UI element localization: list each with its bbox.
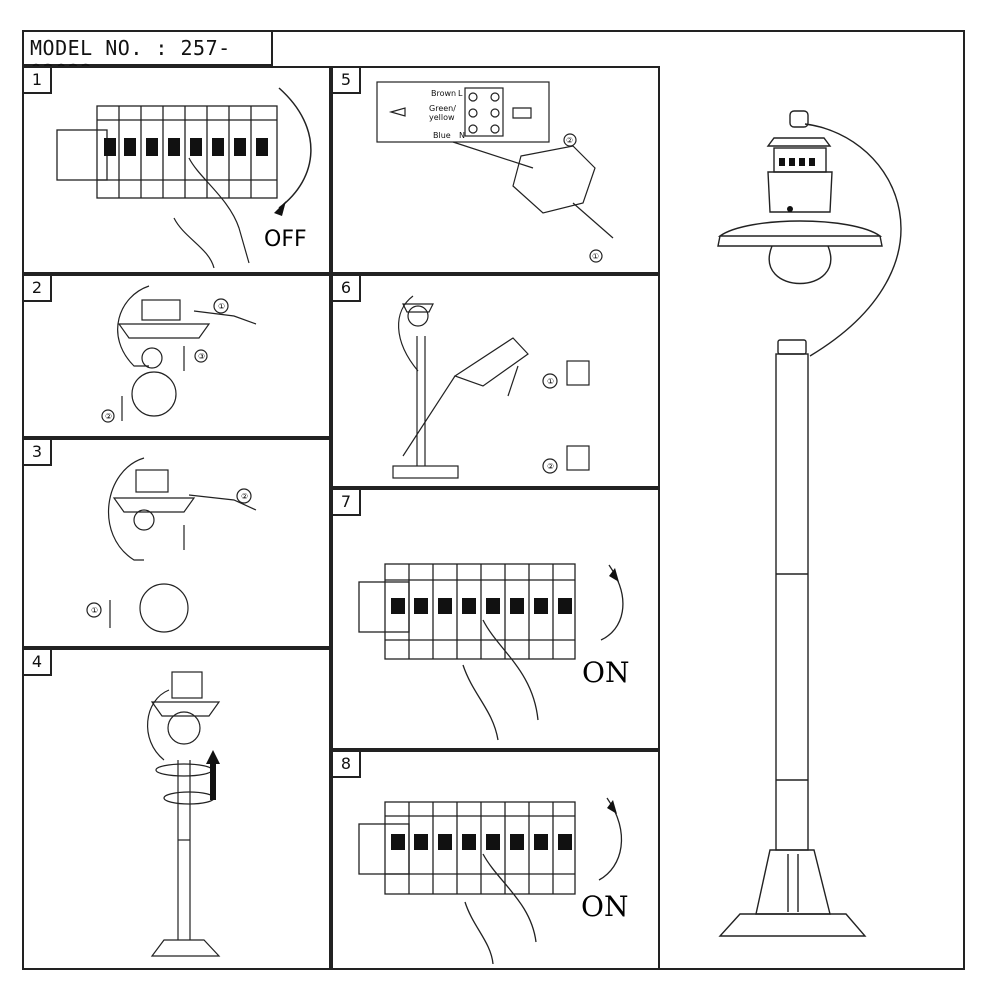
step-1-panel: 1 OFF [22, 66, 331, 274]
step-3-panel: 3 ② ① [22, 438, 331, 648]
wire-n-label: N [459, 131, 465, 140]
callout-1: ① [592, 252, 599, 261]
callout-2: ② [566, 136, 573, 145]
install-globe-illustration: ② ① [86, 457, 257, 633]
step-number: 4 [24, 650, 52, 676]
wiring-illustration: Brown L Green/ yellow Blue N ② ① [376, 81, 614, 263]
step-number: 8 [333, 752, 361, 778]
step-5-panel: 5 Brown L Green/ yellow Blue N ② ① [331, 66, 660, 274]
remove-globe-illustration: ① ② ③ [101, 285, 257, 423]
model-number: MODEL NO. : 257-03022 [22, 30, 273, 84]
callout-1: ① [218, 302, 225, 311]
step-6-panel: 6 ① ② [331, 274, 660, 488]
step-4-panel: 4 [22, 648, 331, 970]
wire-yellow-label: yellow [429, 113, 455, 122]
wire-brown-label: Brown [431, 89, 456, 98]
step-number: 7 [333, 490, 361, 516]
step-2-panel: 2 ① ② ③ [22, 274, 331, 438]
breaker-panel-off-illustration: OFF [56, 87, 312, 269]
step-number: 5 [333, 68, 361, 94]
wire-blue-label: Blue [433, 131, 451, 140]
on-label: ON [582, 656, 629, 689]
callout-2: ② [547, 462, 554, 471]
step-7-panel: 7 ON [331, 488, 660, 750]
callout-3: ③ [198, 352, 205, 361]
lamp-post-illustration [717, 110, 902, 937]
callout-2: ② [241, 492, 248, 501]
step-number: 6 [333, 276, 361, 302]
product-illustration-area [660, 66, 965, 970]
attach-post-illustration [147, 671, 221, 957]
step-number: 2 [24, 276, 52, 302]
step-8-panel: 8 ON [331, 750, 660, 970]
callout-1: ① [547, 377, 554, 386]
drill-mounting-illustration: ① ② [392, 295, 590, 479]
on-label: ON [581, 890, 628, 923]
breaker-panel-on-illustration: ON [358, 797, 628, 965]
step-number: 1 [24, 68, 52, 94]
wire-l-label: L [458, 89, 463, 98]
callout-2: ② [105, 412, 112, 421]
step-number: 3 [24, 440, 52, 466]
wire-green-label: Green/ [429, 104, 456, 113]
callout-1: ① [91, 606, 98, 615]
off-label: OFF [264, 227, 307, 252]
breaker-panel-on-illustration: ON [358, 563, 629, 741]
